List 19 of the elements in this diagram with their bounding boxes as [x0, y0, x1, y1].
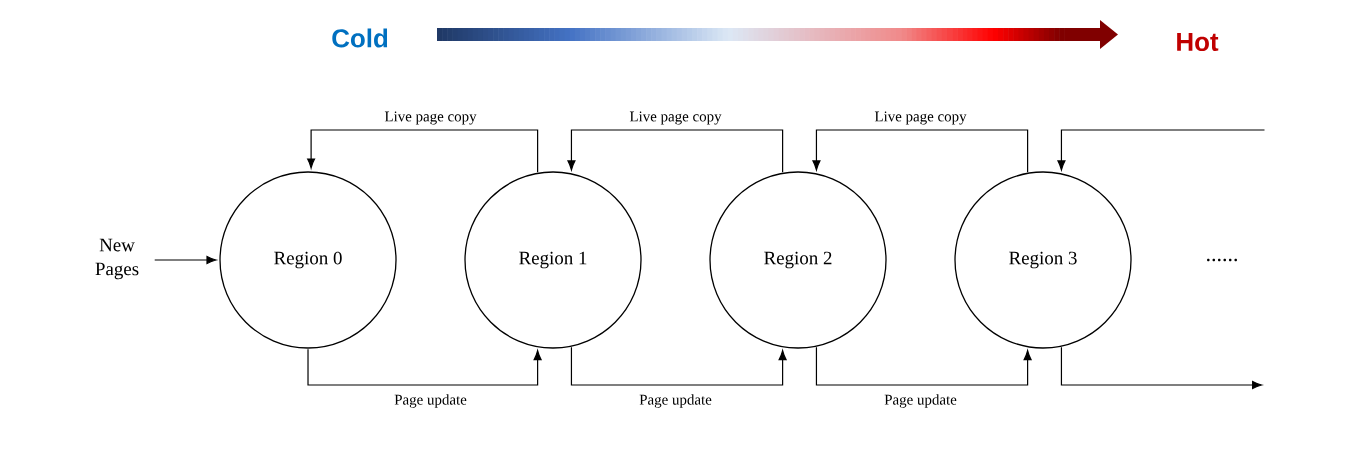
edge-label: Page update: [883, 393, 958, 409]
ellipsis: ......: [1207, 258, 1237, 262]
arrow: [1060, 346, 1263, 390]
arrow: [567, 129, 784, 173]
arrow: [307, 129, 539, 173]
edge-label: Page update: [393, 393, 468, 409]
edge-label: Live page copy: [873, 110, 968, 126]
scale-label: Cold: [332, 28, 388, 48]
arrow: [815, 346, 1032, 386]
arrow: [570, 346, 787, 386]
input-label: New Pages: [95, 238, 139, 280]
arrow: [1057, 129, 1266, 171]
arrow: [307, 348, 542, 386]
edge-label: Live page copy: [628, 110, 723, 126]
arrow: [812, 129, 1029, 173]
arrow: [154, 255, 217, 265]
scale-label: Hot: [1177, 32, 1219, 52]
edge-label: Page update: [638, 393, 713, 409]
edge-label: Live page copy: [383, 110, 478, 126]
